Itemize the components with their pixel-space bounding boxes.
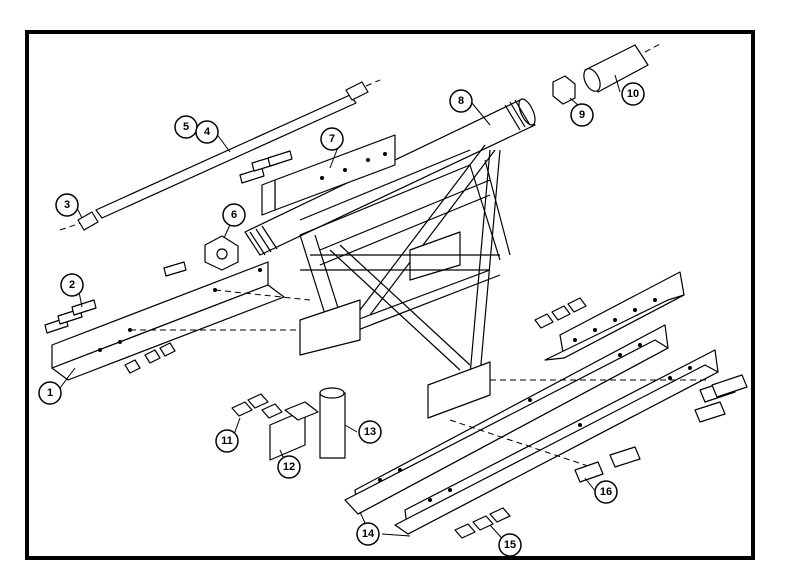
bracket-7 [261,134,396,216]
angle-iron-1 [51,261,311,381]
callout-9-label: 9 [579,109,585,121]
callout-1: 1 [38,381,62,405]
callout-10: 10 [621,82,645,106]
callout-10-label: 10 [627,88,639,100]
bolts-left [44,299,176,374]
callout-14-label: 14 [362,528,375,540]
nuts-upper-right [534,297,587,329]
callout-4-label: 4 [204,126,211,138]
main-tube [244,98,536,256]
callout-6-label: 6 [231,209,237,221]
bracket-and-post [231,387,346,461]
callout-7-label: 7 [329,133,335,145]
callout-5: 5 [174,115,198,139]
callout-7: 7 [320,127,344,151]
callout-2: 2 [60,273,84,297]
callout-5-label: 5 [183,121,189,133]
nut-6 [204,235,239,271]
tie-rod [59,79,381,231]
callout-12: 12 [277,455,301,479]
callout-12-label: 12 [283,461,295,473]
callout-1-label: 1 [47,387,53,399]
callout-11: 11 [215,429,239,453]
callout-16: 16 [594,480,618,504]
callout-4: 4 [195,120,219,144]
bolts-16 [574,374,748,483]
truss-frame [299,144,511,419]
callout-16-label: 16 [600,486,612,498]
callout-8: 8 [449,89,473,113]
callout-11-label: 11 [221,435,233,447]
nuts-15 [454,507,511,539]
callout-15: 15 [498,533,522,557]
callout-15-label: 15 [504,539,516,551]
bolts-upper-left [163,150,293,277]
callout-9: 9 [570,103,594,127]
angle-irons-right [344,271,719,535]
callout-13: 13 [358,420,382,444]
callout-3: 3 [55,193,79,217]
callout-3-label: 3 [64,199,70,211]
callout-13-label: 13 [364,426,376,438]
callout-8-label: 8 [458,95,464,107]
callout-14: 14 [356,522,380,546]
callout-6: 6 [222,203,246,227]
callout-2-label: 2 [69,279,75,291]
nut-and-coupler [552,43,661,105]
